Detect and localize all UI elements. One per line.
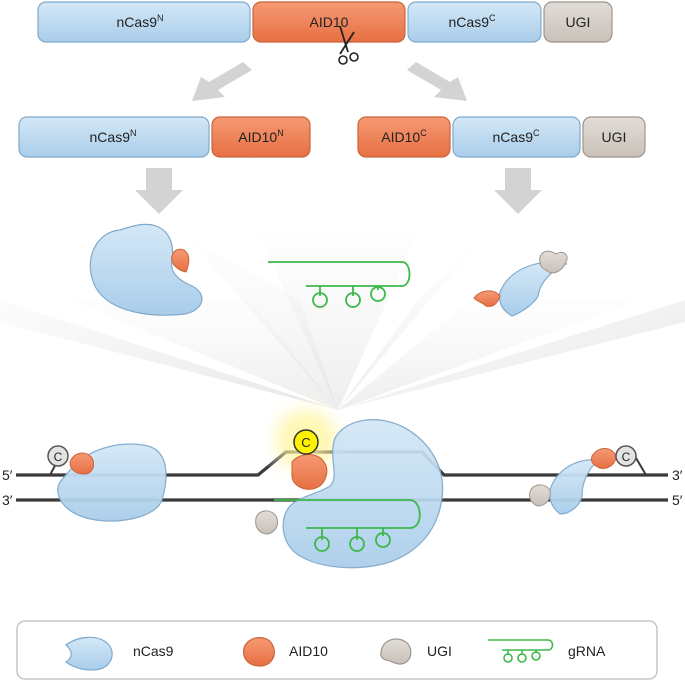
top-ncas9c-segment	[407, 1, 542, 43]
scissors-icon	[338, 25, 359, 65]
dna-bottom-right-end: 5′	[672, 492, 683, 508]
aid10n-protein	[171, 248, 190, 273]
left-aid10n-segment	[211, 116, 311, 158]
right-aid10c-label: AID10C	[381, 128, 427, 145]
legend-grna-label: gRNA	[568, 643, 606, 659]
legend: nCas9 AID10 UGI gRNA	[16, 620, 658, 680]
ncas9c-bound	[548, 459, 600, 515]
target-cytosine-label: C	[301, 435, 310, 450]
ugi-protein-free	[539, 250, 568, 274]
right-aid10c-segment	[357, 116, 451, 158]
ncas9-assembled	[282, 419, 444, 569]
ugi-bound-right	[529, 484, 551, 507]
legend-ugi-label: UGI	[427, 643, 452, 659]
aid10n-bound	[69, 452, 95, 475]
ugi-bound-center	[255, 510, 279, 535]
aid10-assembled	[291, 454, 328, 490]
target-cytosine	[293, 429, 319, 455]
right-ugi-segment	[582, 116, 646, 158]
bystander-cytosine-right-label: C	[622, 450, 631, 464]
legend-ugi-icon	[380, 638, 412, 665]
right-ugi-label: UGI	[602, 129, 627, 145]
legend-ncas9-label: nCas9	[133, 643, 174, 659]
ncas9c-protein	[498, 261, 568, 317]
right-ncas9c-label: nCas9C	[493, 128, 540, 145]
down-arrow-right	[494, 168, 542, 214]
bystander-cytosine-label: C	[54, 450, 63, 464]
bystander-cytosine-right	[615, 445, 637, 467]
dna-top-left-end: 5′	[2, 467, 13, 483]
top-construct: nCas9N AID10 nCas9C UGI	[37, 1, 613, 65]
top-ugi-segment	[543, 1, 613, 43]
top-ncas9n-label: nCas9N	[117, 13, 164, 30]
top-ncas9c-label: nCas9C	[449, 13, 496, 30]
right-construct: AID10C nCas9C UGI	[357, 116, 646, 158]
left-ncas9n-segment	[18, 116, 210, 158]
top-aid10-segment	[252, 1, 406, 43]
top-ncas9n-segment	[37, 1, 251, 43]
aid10c-bound	[591, 448, 617, 469]
legend-box	[16, 620, 658, 680]
top-aid10-label: AID10	[310, 14, 349, 30]
aid10c-protein	[473, 290, 501, 307]
legend-aid10-icon	[243, 637, 275, 667]
ncas9n-protein	[89, 223, 203, 316]
grna-free	[268, 261, 411, 308]
legend-grna-icon	[488, 639, 554, 663]
grna-bound	[274, 499, 421, 552]
left-ncas9n-label: nCas9N	[90, 128, 137, 145]
assembly-fan	[0, 232, 685, 410]
split-arrow-right	[407, 62, 467, 101]
dna-top-right-end: 3′	[672, 467, 683, 483]
split-arrow-left	[192, 62, 252, 101]
dna-bottom-left-end: 3′	[2, 492, 13, 508]
bystander-cytosine	[47, 445, 69, 467]
down-arrow-left	[135, 168, 183, 214]
top-ugi-label: UGI	[566, 14, 591, 30]
left-aid10n-label: AID10N	[238, 128, 283, 145]
right-ncas9c-segment	[452, 116, 581, 158]
legend-aid10-label: AID10	[289, 643, 328, 659]
left-construct: nCas9N AID10N	[18, 116, 311, 158]
legend-ncas9-icon	[64, 636, 113, 671]
